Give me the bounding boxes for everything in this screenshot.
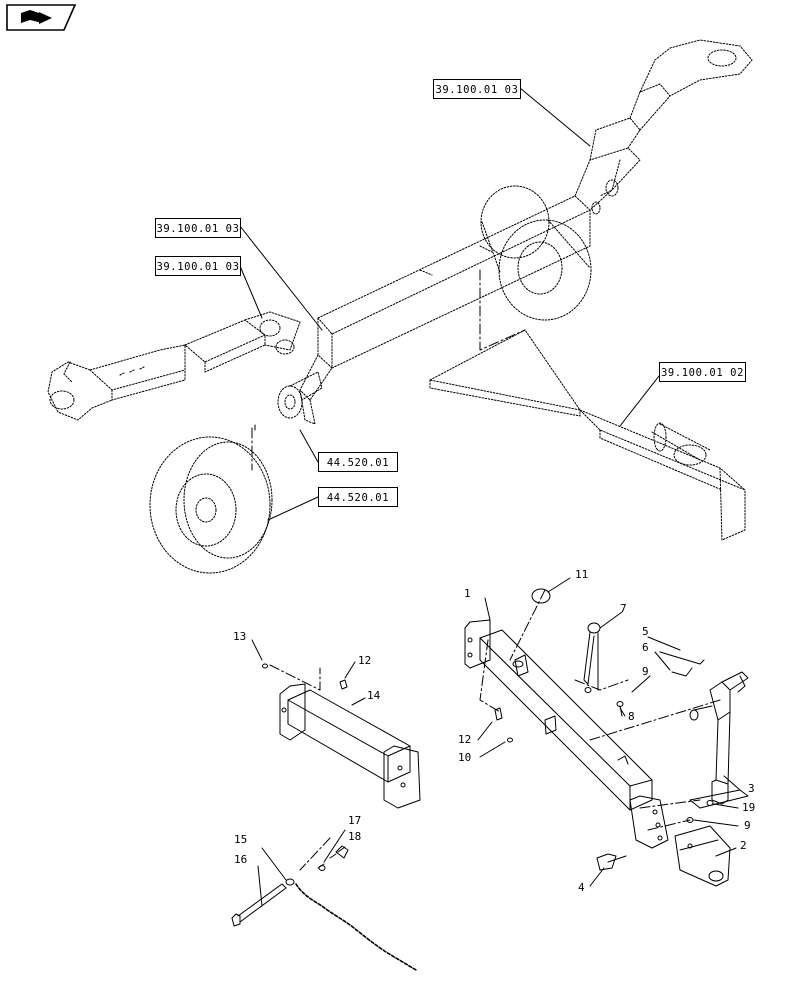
tongue-beam bbox=[464, 619, 669, 849]
callout-17: 17 bbox=[348, 814, 362, 827]
clevis bbox=[674, 825, 731, 887]
callout-10: 10 bbox=[458, 751, 472, 764]
callout-2: 2 bbox=[740, 839, 747, 852]
ref-box-hub[interactable]: 44.520.01 bbox=[318, 452, 398, 472]
spring-pin bbox=[659, 651, 705, 677]
callout-9-upper: 9 bbox=[642, 665, 649, 678]
bolt-4 bbox=[596, 853, 627, 871]
callout-3: 3 bbox=[748, 782, 755, 795]
extension-tube bbox=[279, 683, 421, 809]
callout-13: 13 bbox=[233, 630, 247, 643]
callout-19: 19 bbox=[742, 801, 756, 814]
ref-box-left-lower[interactable]: 39.100.01 03 bbox=[155, 256, 241, 276]
callout-7: 7 bbox=[620, 602, 627, 615]
callout-12-left: 12 bbox=[358, 654, 372, 667]
implement-frame bbox=[47, 39, 753, 574]
callout-14: 14 bbox=[367, 689, 381, 702]
callout-9-lower: 9 bbox=[744, 819, 751, 832]
callout-4: 4 bbox=[578, 881, 585, 894]
hitch-pin bbox=[583, 622, 601, 691]
ref-box-top[interactable]: 39.100.01 03 bbox=[433, 79, 521, 99]
safety-chain bbox=[231, 845, 349, 927]
ref-box-wheel[interactable]: 44.520.01 bbox=[318, 487, 398, 507]
ref-box-left-upper[interactable]: 39.100.01 03 bbox=[155, 218, 241, 238]
callout-8: 8 bbox=[628, 710, 635, 723]
chain-links bbox=[295, 883, 417, 971]
assembly-lines bbox=[251, 269, 721, 871]
ref-box-right[interactable]: 39.100.01 02 bbox=[659, 362, 746, 382]
callout-16: 16 bbox=[234, 853, 248, 866]
callout-1: 1 bbox=[464, 587, 471, 600]
callout-11: 11 bbox=[575, 568, 589, 581]
callout-15: 15 bbox=[234, 833, 248, 846]
leader-lines bbox=[239, 87, 741, 907]
jack-stand bbox=[689, 671, 749, 809]
callout-5: 5 bbox=[642, 625, 649, 638]
callout-6: 6 bbox=[642, 641, 649, 654]
book-arrow-icon[interactable] bbox=[6, 4, 76, 31]
callout-18: 18 bbox=[348, 830, 362, 843]
callout-12-right: 12 bbox=[458, 733, 472, 746]
